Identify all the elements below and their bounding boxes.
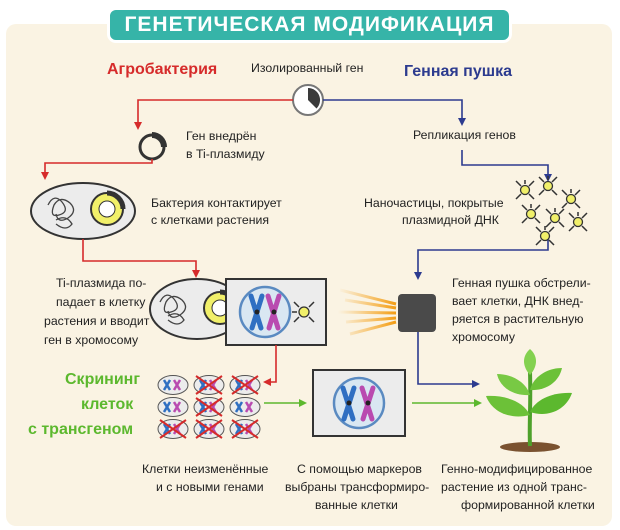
selected-transformed-cell-icon [312,369,406,437]
gm-plant-line3: формированной клетки [461,498,595,512]
rejected-cross-icon [195,397,223,417]
arrow-to-nanoparticles [461,150,552,182]
gm-plant-icon [486,349,572,452]
screened-cell-icon [193,419,225,439]
rejected-cross-icon [231,419,259,439]
screened-cell-icon [229,397,261,417]
ti-plasmid-line4: ген в хромосому [44,333,139,347]
nanoparticle-icon [521,204,541,224]
screened-cell-icon [157,419,189,439]
screened-cell-icon [157,375,189,395]
nanoparticle-icon [515,180,535,200]
gm-plant-line2: растение из одной транс- [441,480,588,494]
isolated-gene-icon [292,84,324,116]
bacterium-entering-cell-icon [149,278,245,340]
selected-markers-line3: ванные клетки [315,498,398,512]
screened-cell-icon [193,375,225,395]
arrow-to-gun [323,99,466,126]
rejected-cross-icon [195,375,223,395]
arrow-gun-to-plant [417,332,480,388]
screening-heading-line3: с трансгеном [28,421,134,438]
cells-mixed-line1: Клетки неизменённые [142,462,269,476]
rejected-cross-icon [231,375,259,395]
gene-inserted-line1: Ген внедрён [186,129,257,143]
rejected-cross-icon [159,419,187,439]
gun-fires-line4: хромосому [452,330,515,344]
gene-replication-label: Репликация генов [413,128,516,142]
nanoparticle-icon [535,226,555,246]
ti-plasmid-line2: падает в клетку [56,295,146,309]
cells-mixed-line2: и с новыми генами [156,480,264,494]
page-title: ГЕНЕТИЧЕСКАЯ МОДИФИКАЦИЯ [107,7,512,43]
bacterium-icon [30,182,136,240]
gun-fires-line2: вает клетки, ДНК внед- [452,294,584,308]
arrow-to-screening [263,345,277,386]
screened-cells-grid [157,375,261,439]
gene-gun-heading: Генная пушка [404,63,512,80]
plant-cell-with-nucleus-icon [225,278,327,346]
screening-heading-line2: клеток [81,396,134,413]
rejected-cross-icon [195,419,223,439]
gun-fires-line1: Генная пушка обстрели- [452,276,591,290]
selected-markers-line2: выбраны трансформиро- [285,480,430,494]
isolated-gene-label: Изолированный ген [251,61,364,75]
selected-markers-line1: С помощью маркеров [297,462,422,476]
ti-plasmid-line1: Ti-плазмида по- [56,276,147,290]
gun-fires-line3: ряется в растительную [452,312,584,326]
gm-plant-line1: Генно-модифицированное [441,462,593,476]
agrobacterium-heading: Агробактерия [107,61,218,78]
bacteria-contact-line2: с клетками растения [151,213,270,227]
nanoparticles-icon [515,176,588,246]
ti-plasmid-line3: растения и вводит [44,314,150,328]
screened-cell-icon [229,419,261,439]
screened-cell-icon [229,375,261,395]
nanoparticles-line1: Наночастицы, покрытые [364,196,504,210]
gene-gun-particle-icon [337,288,436,336]
arrow-to-plant-cell [82,239,200,278]
arrow-to-agro [134,99,293,130]
gene-inserted-line2: в Ti-плазмиду [186,147,265,161]
screened-cell-icon [193,397,225,417]
nanoparticle-icon [568,212,588,232]
nanoparticle-icon [561,189,581,209]
screened-cell-icon [157,397,189,417]
arrow-to-gene-gun [414,236,549,280]
bacteria-contact-line1: Бактерия контактирует [151,196,282,210]
nanoparticles-line2: плазмидной ДНК [402,213,499,227]
arrow-to-bacteria [41,159,153,180]
screening-heading-line1: Скрининг [65,371,140,388]
nanoparticle-icon [545,208,565,228]
nanoparticle-icon [538,176,558,196]
plasmid-ring-icon [138,132,167,161]
